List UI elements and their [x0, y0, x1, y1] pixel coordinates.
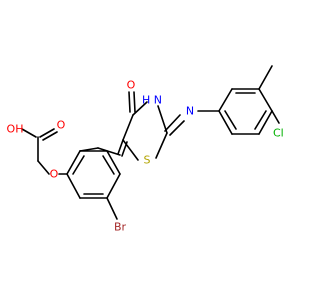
chlorine-label: Cl [273, 127, 284, 140]
amide-nh-label: H N [142, 94, 162, 107]
imine-nitrogen-label: N [186, 105, 194, 118]
molecule-structure: O H N S N Cl O OH O Br [7, 65, 284, 234]
carbonyl-oxygen-label: O [127, 79, 136, 92]
ether-oxygen-label: O [50, 168, 59, 181]
bond-lines [21, 65, 280, 220]
hydroxyl-label: OH [7, 123, 24, 136]
acid-carbonyl-oxygen-label: O [57, 119, 66, 132]
ring-sulfur-label: S [144, 154, 151, 167]
bromine-label: Br [114, 221, 127, 234]
